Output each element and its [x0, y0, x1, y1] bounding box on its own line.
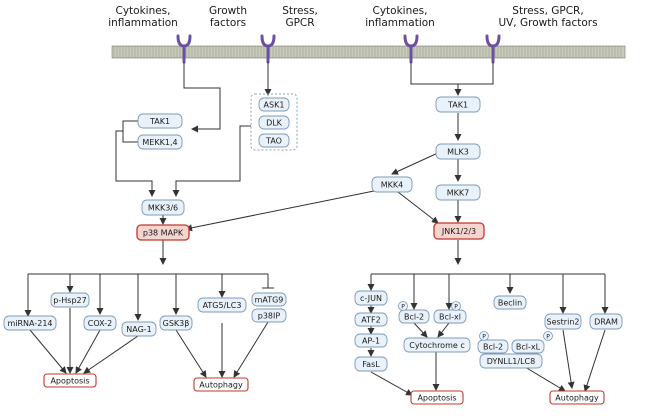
tak1-right-node-label: TAK1 [447, 101, 468, 110]
nag1-node-label: NAG-1 [126, 325, 152, 334]
p38ip-node: p38IP [251, 308, 287, 323]
tak1-left-node-label: TAK1 [149, 117, 170, 126]
bcl2-autophagy-node: Bcl-2 [477, 339, 509, 354]
mkk4-node-label: MKK4 [381, 181, 403, 190]
matg9-node-label: mATG9 [255, 296, 284, 305]
jnk-node: JNK1/2/3 [433, 222, 485, 240]
p38ip-node-label: p38IP [258, 312, 281, 321]
sestrin2-node: Sestrin2 [544, 313, 582, 330]
bclxl-autophagy-node-label: Bcl-xL [516, 343, 541, 352]
signal-stress-uv: Stress, GPCR,UV, Growth factors [498, 5, 597, 29]
signal-cytokines-left: Cytokines,inflammation [108, 5, 178, 29]
tak1-left-node: TAK1 [137, 113, 183, 129]
phosphate-mark: P [398, 301, 408, 311]
dram-node-label: DRAM [594, 318, 618, 327]
jnk-node-label: JNK1/2/3 [441, 227, 476, 236]
receptor-icon [260, 34, 276, 64]
cox2-node-label: COX-2 [88, 319, 112, 328]
gsk3b-node-label: GSK3β [163, 319, 190, 328]
mkk4-node: MKK4 [371, 176, 413, 193]
connectors [24, 62, 609, 396]
tak1-right-node: TAK1 [435, 96, 481, 113]
sestrin2-node-label: Sestrin2 [547, 318, 580, 327]
atf2-node-label: ATF2 [361, 316, 380, 325]
ask-dlk-tao-group [250, 93, 298, 151]
gsk3b-node: GSK3β [159, 315, 193, 331]
cytochrome-c-node-label: Cytochrome c [409, 341, 464, 350]
phosphate-mark-label: P [454, 304, 458, 311]
mlk3-node: MLK3 [435, 143, 481, 160]
beclin-node-label: Beclin [498, 299, 522, 308]
atf2-node: ATF2 [354, 312, 388, 327]
mkk36-node: MKK3/6 [141, 199, 185, 216]
dlk-node-label: DLK [266, 119, 283, 128]
bclxl-node: Bcl-xl [433, 309, 467, 324]
bcl2-node: Bcl-2 [398, 309, 430, 324]
bclxl-autophagy-node: Bcl-xL [511, 339, 545, 354]
apoptosis-left-outcome-label: Apoptosis [50, 377, 89, 386]
autophagy-right-outcome-label: Autophagy [555, 394, 599, 403]
signal-cytokines-right: Cytokines,inflammation [365, 5, 435, 29]
fasl-node-label: FasL [362, 360, 380, 369]
atg5-lc3-node-label: ATG5/LC3 [203, 301, 242, 310]
mekk14-node: MEKK1,4 [137, 134, 183, 150]
nag1-node: NAG-1 [121, 321, 157, 337]
bcl2-autophagy-node-label: Bcl-2 [483, 343, 503, 352]
ask1-node-label: ASK1 [264, 101, 285, 110]
receptor-icon [176, 34, 192, 64]
phsp27-node-label: p-Hsp27 [53, 296, 86, 305]
p38-mapk-node-label: p38 MAPK [143, 229, 184, 238]
autophagy-right-outcome: Autophagy [549, 390, 605, 405]
autophagy-left-outcome: Autophagy [193, 377, 249, 392]
cjun-node: c-JUN [354, 290, 388, 306]
p38-mapk-node: p38 MAPK [136, 224, 190, 241]
phosphate-mark: P [543, 331, 553, 341]
cytochrome-c-node: Cytochrome c [403, 337, 471, 353]
cjun-node-label: c-JUN [360, 294, 382, 303]
ap1-node: AP-1 [354, 333, 388, 348]
receptors [176, 34, 501, 64]
ap1-node-label: AP-1 [362, 337, 380, 346]
tao-node: TAO [258, 133, 290, 148]
dynll1-lc8-node-label: DYNLL1/LC8 [487, 357, 535, 366]
phosphate-mark: P [479, 331, 489, 341]
tao-node-label: TAO [265, 137, 282, 146]
mkk36-node-label: MKK3/6 [148, 204, 178, 213]
apoptosis-left-outcome: Apoptosis [43, 373, 97, 388]
fasl-node: FasL [354, 356, 388, 372]
mkk7-node-label: MKK7 [447, 189, 469, 198]
bclxl-node-label: Bcl-xl [439, 313, 461, 322]
matg9-node: mATG9 [251, 292, 287, 307]
mlk3-node-label: MLK3 [447, 148, 469, 157]
mirna214-node-label: miRNA-214 [7, 319, 52, 328]
apoptosis-right-outcome: Apoptosis [410, 390, 464, 405]
receptor-icon [403, 34, 419, 64]
phosphate-mark-label: P [546, 334, 550, 341]
phosphate-mark-label: P [482, 334, 486, 341]
autophagy-left-outcome-label: Autophagy [199, 381, 243, 390]
dram-node: DRAM [589, 313, 623, 330]
cell-membrane [111, 45, 626, 59]
phosphate-mark-label: P [401, 304, 405, 311]
phosphate-mark: P [451, 301, 461, 311]
dlk-node: DLK [258, 115, 290, 130]
cox2-node: COX-2 [83, 315, 117, 331]
apoptosis-right-outcome-label: Apoptosis [417, 394, 456, 403]
mirna214-node: miRNA-214 [3, 315, 57, 331]
receptor-icon [485, 34, 501, 64]
phsp27-node: p-Hsp27 [50, 292, 90, 308]
beclin-node: Beclin [493, 295, 527, 310]
mkk7-node: MKK7 [435, 184, 481, 201]
dynll1-lc8-node: DYNLL1/LC8 [479, 353, 543, 369]
ask1-node: ASK1 [258, 97, 290, 112]
signal-stress-gpcr: Stress,GPCR [282, 5, 318, 29]
bcl2-node-label: Bcl-2 [404, 313, 424, 322]
atg5-lc3-node: ATG5/LC3 [197, 297, 247, 313]
mekk14-node-label: MEKK1,4 [142, 138, 177, 147]
